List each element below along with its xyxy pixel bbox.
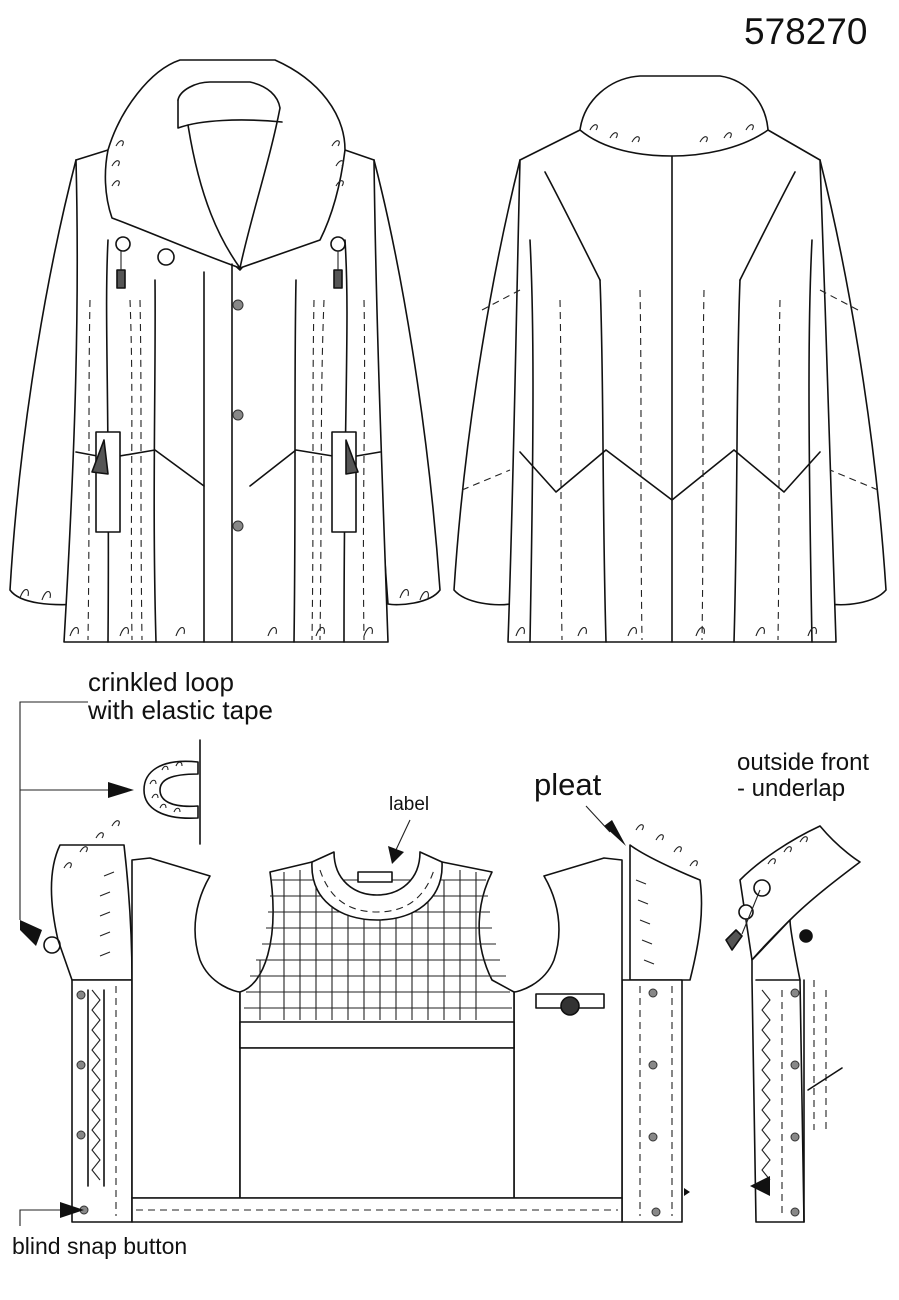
back-collar (579, 75, 769, 157)
crinkled-loop-detail (143, 739, 201, 845)
front-collar (104, 59, 346, 269)
style-number: 578270 (744, 11, 868, 52)
callout-crinkled-loop: crinkled loop with elastic tape (88, 667, 273, 726)
callout-outside-front: outside front - underlap (737, 749, 870, 802)
jacket-inside-view (50, 820, 703, 1223)
callout-pleat: pleat (534, 767, 602, 802)
jacket-front-view (9, 59, 441, 643)
callout-leaders (19, 701, 770, 1226)
callout-blind-snap-button: blind snap button (12, 1233, 188, 1259)
outside-front-underlap-detail (725, 825, 861, 1223)
callout-label: label (389, 794, 430, 815)
jacket-back-view (453, 75, 887, 643)
front-body (63, 149, 389, 643)
